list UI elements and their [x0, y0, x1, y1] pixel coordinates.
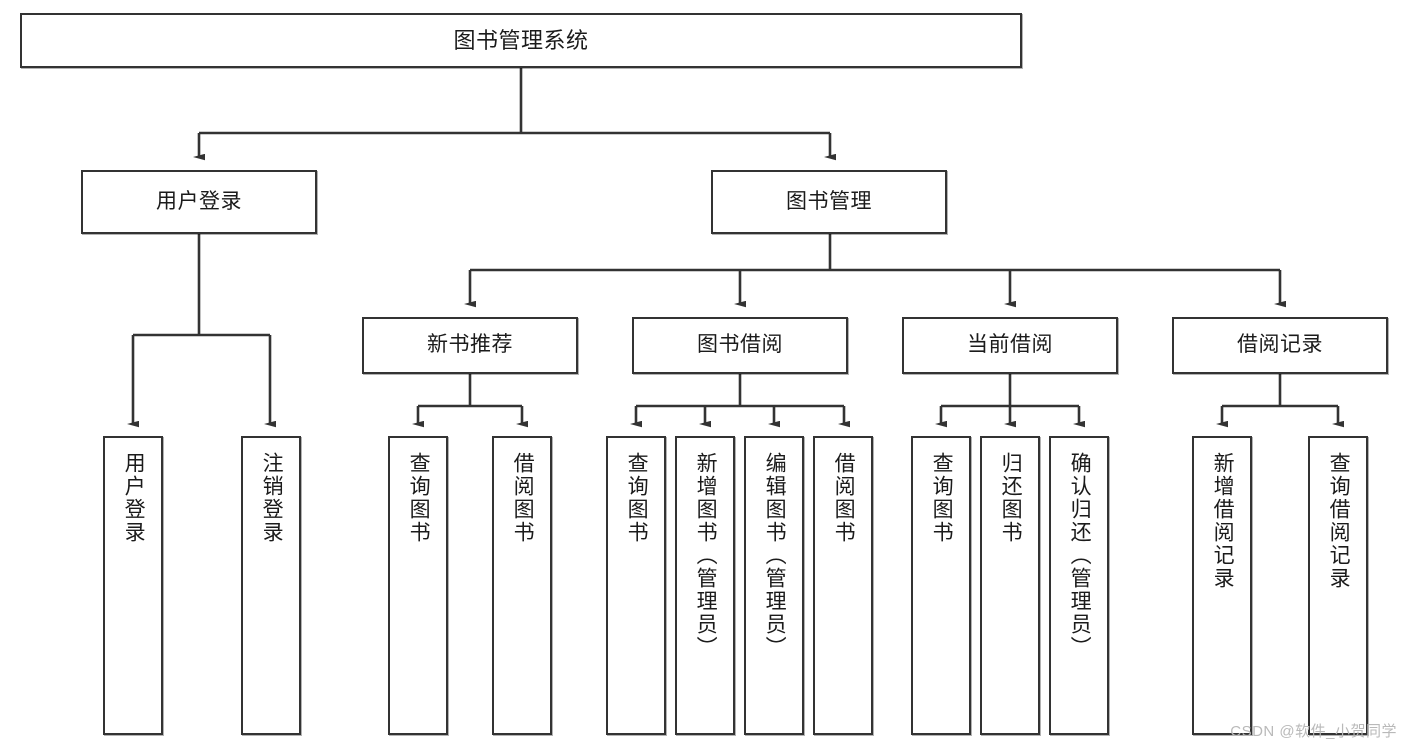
- node-current-borrow-label: 当前借阅: [967, 333, 1053, 357]
- node-borrow-record[interactable]: 借阅记录: [1172, 317, 1388, 374]
- node-leaf-edit-book[interactable]: 编辑图书（管理员）: [744, 436, 804, 735]
- node-leaf-query-record-label: 查询借阅记录: [1327, 452, 1351, 590]
- node-leaf-borrow-book-2[interactable]: 借阅图书: [813, 436, 873, 735]
- node-root[interactable]: 图书管理系统: [20, 13, 1022, 68]
- node-book-borrow-label: 图书借阅: [697, 333, 783, 357]
- node-leaf-confirm-return[interactable]: 确认归还（管理员）: [1049, 436, 1109, 735]
- node-leaf-query-book-2[interactable]: 查询图书: [606, 436, 666, 735]
- node-borrow-record-label: 借阅记录: [1237, 333, 1323, 357]
- node-leaf-add-book-label: 新增图书（管理员）: [694, 452, 718, 659]
- node-leaf-borrow-book-2-label: 借阅图书: [832, 452, 856, 544]
- node-new-book-recommend-label: 新书推荐: [427, 333, 513, 357]
- node-leaf-user-login-label: 用户登录: [122, 452, 146, 544]
- node-root-label: 图书管理系统: [453, 27, 589, 53]
- node-leaf-borrow-book-1[interactable]: 借阅图书: [492, 436, 552, 735]
- node-book-manage[interactable]: 图书管理: [711, 170, 947, 234]
- node-leaf-add-book[interactable]: 新增图书（管理员）: [675, 436, 735, 735]
- node-leaf-logout-login-label: 注销登录: [260, 452, 284, 544]
- node-leaf-add-record-label: 新增借阅记录: [1211, 452, 1235, 590]
- node-leaf-query-book-3[interactable]: 查询图书: [911, 436, 971, 735]
- node-leaf-return-book-label: 归还图书: [999, 452, 1023, 544]
- node-leaf-edit-book-label: 编辑图书（管理员）: [763, 452, 787, 659]
- node-book-borrow[interactable]: 图书借阅: [632, 317, 848, 374]
- watermark: CSDN @软件_小贺同学: [1230, 723, 1397, 740]
- node-leaf-return-book[interactable]: 归还图书: [980, 436, 1040, 735]
- node-user-login[interactable]: 用户登录: [81, 170, 317, 234]
- node-leaf-add-record[interactable]: 新增借阅记录: [1192, 436, 1252, 735]
- node-current-borrow[interactable]: 当前借阅: [902, 317, 1118, 374]
- node-new-book-recommend[interactable]: 新书推荐: [362, 317, 578, 374]
- node-leaf-query-record[interactable]: 查询借阅记录: [1308, 436, 1368, 735]
- node-leaf-borrow-book-1-label: 借阅图书: [511, 452, 535, 544]
- node-leaf-query-book-1-label: 查询图书: [407, 452, 431, 544]
- node-user-login-label: 用户登录: [156, 189, 242, 213]
- node-book-manage-label: 图书管理: [786, 189, 872, 213]
- node-leaf-query-book-2-label: 查询图书: [625, 452, 649, 544]
- node-leaf-query-book-3-label: 查询图书: [930, 452, 954, 544]
- node-leaf-user-login[interactable]: 用户登录: [103, 436, 163, 735]
- node-leaf-confirm-return-label: 确认归还（管理员）: [1068, 452, 1092, 659]
- node-leaf-logout-login[interactable]: 注销登录: [241, 436, 301, 735]
- node-leaf-query-book-1[interactable]: 查询图书: [388, 436, 448, 735]
